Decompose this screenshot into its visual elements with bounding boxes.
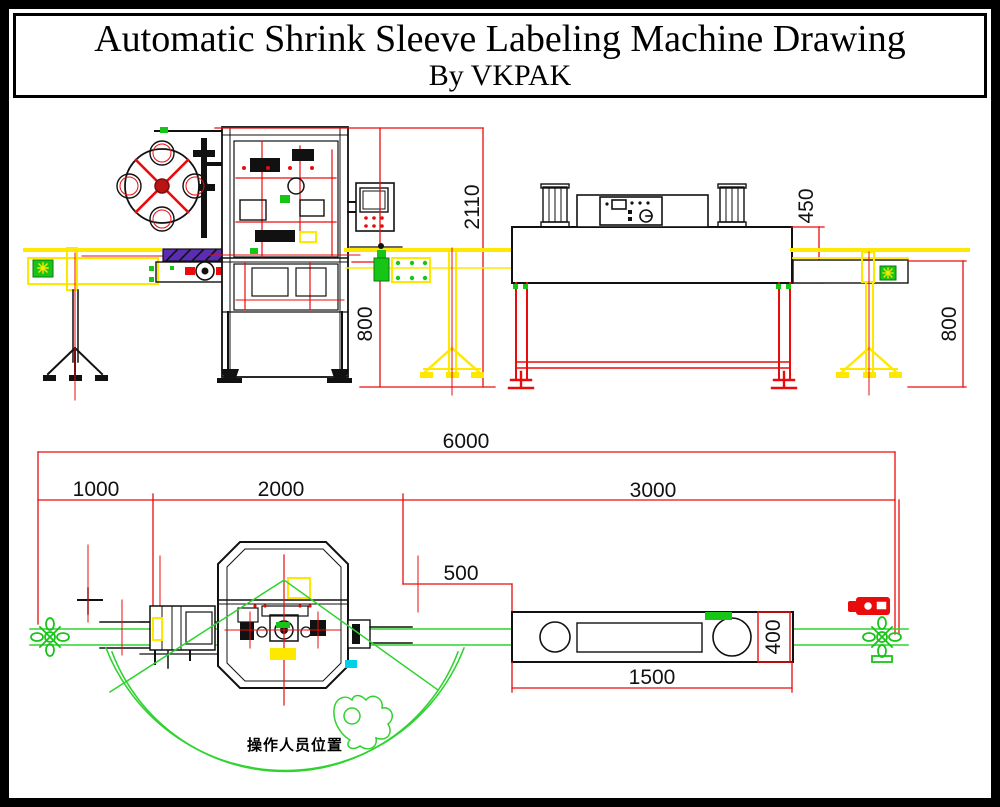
labeler-plan [217, 541, 413, 706]
dim-label-400: 400 [762, 619, 785, 654]
drawing-title: Automatic Shrink Sleeve Labeling Machine… [94, 17, 906, 60]
dim-label-450: 450 [795, 188, 818, 223]
drawing-subtitle: By VKPAK [428, 58, 572, 92]
dim-label-500: 500 [443, 562, 478, 585]
infeed-gearbox [99, 599, 216, 656]
drive-sprocket-icon [862, 616, 902, 663]
plan-dimension-lines [37, 451, 900, 635]
dim-overall-height: 2110 800 [214, 127, 496, 388]
dim-label-1000: 1000 [73, 478, 120, 501]
dim-tunnel-width [757, 611, 791, 663]
tunnel-control-panel [576, 194, 709, 228]
transfer-conveyor [344, 243, 514, 396]
dim-label-800-left: 800 [354, 306, 377, 341]
infeed-conveyor [23, 247, 162, 401]
dim-label-2110: 2110 [461, 184, 484, 229]
title-block: Automatic Shrink Sleeve Labeling Machine… [13, 13, 987, 98]
label-reel [116, 127, 233, 238]
shrink-tunnel [507, 183, 798, 390]
mid-conveyor-stand [420, 247, 484, 396]
operator-figure-icon [333, 694, 393, 750]
drive-motor-icon [848, 597, 890, 615]
plan-view: 6000 1000 2000 3000 500 [29, 430, 909, 773]
operator-position-label: 操作人员位置 [247, 736, 343, 754]
bottle [373, 243, 390, 282]
tunnel-legs [507, 282, 798, 390]
labeling-machine [209, 126, 361, 383]
dim-outfeed-height: 800 [907, 260, 967, 388]
dim-label-1500: 1500 [629, 666, 676, 689]
dim-tunnel-length [511, 661, 793, 693]
tunnel-plan: 400 1500 [511, 611, 794, 693]
dim-label-3000: 3000 [630, 479, 677, 502]
hmi-panel [347, 182, 395, 232]
tunnel-vent-right [717, 183, 747, 228]
dim-label-800-right: 800 [938, 306, 961, 341]
dim-label-2000: 2000 [258, 478, 305, 501]
operator-zone: 操作人员位置 [104, 578, 466, 773]
tunnel-vent-left [540, 183, 570, 228]
dim-label-6000: 6000 [443, 430, 490, 453]
outfeed-conveyor [790, 248, 970, 396]
end-drive [848, 597, 902, 663]
elevation-view: 2110 800 [23, 126, 970, 401]
idler-sprocket-icon [30, 617, 70, 657]
